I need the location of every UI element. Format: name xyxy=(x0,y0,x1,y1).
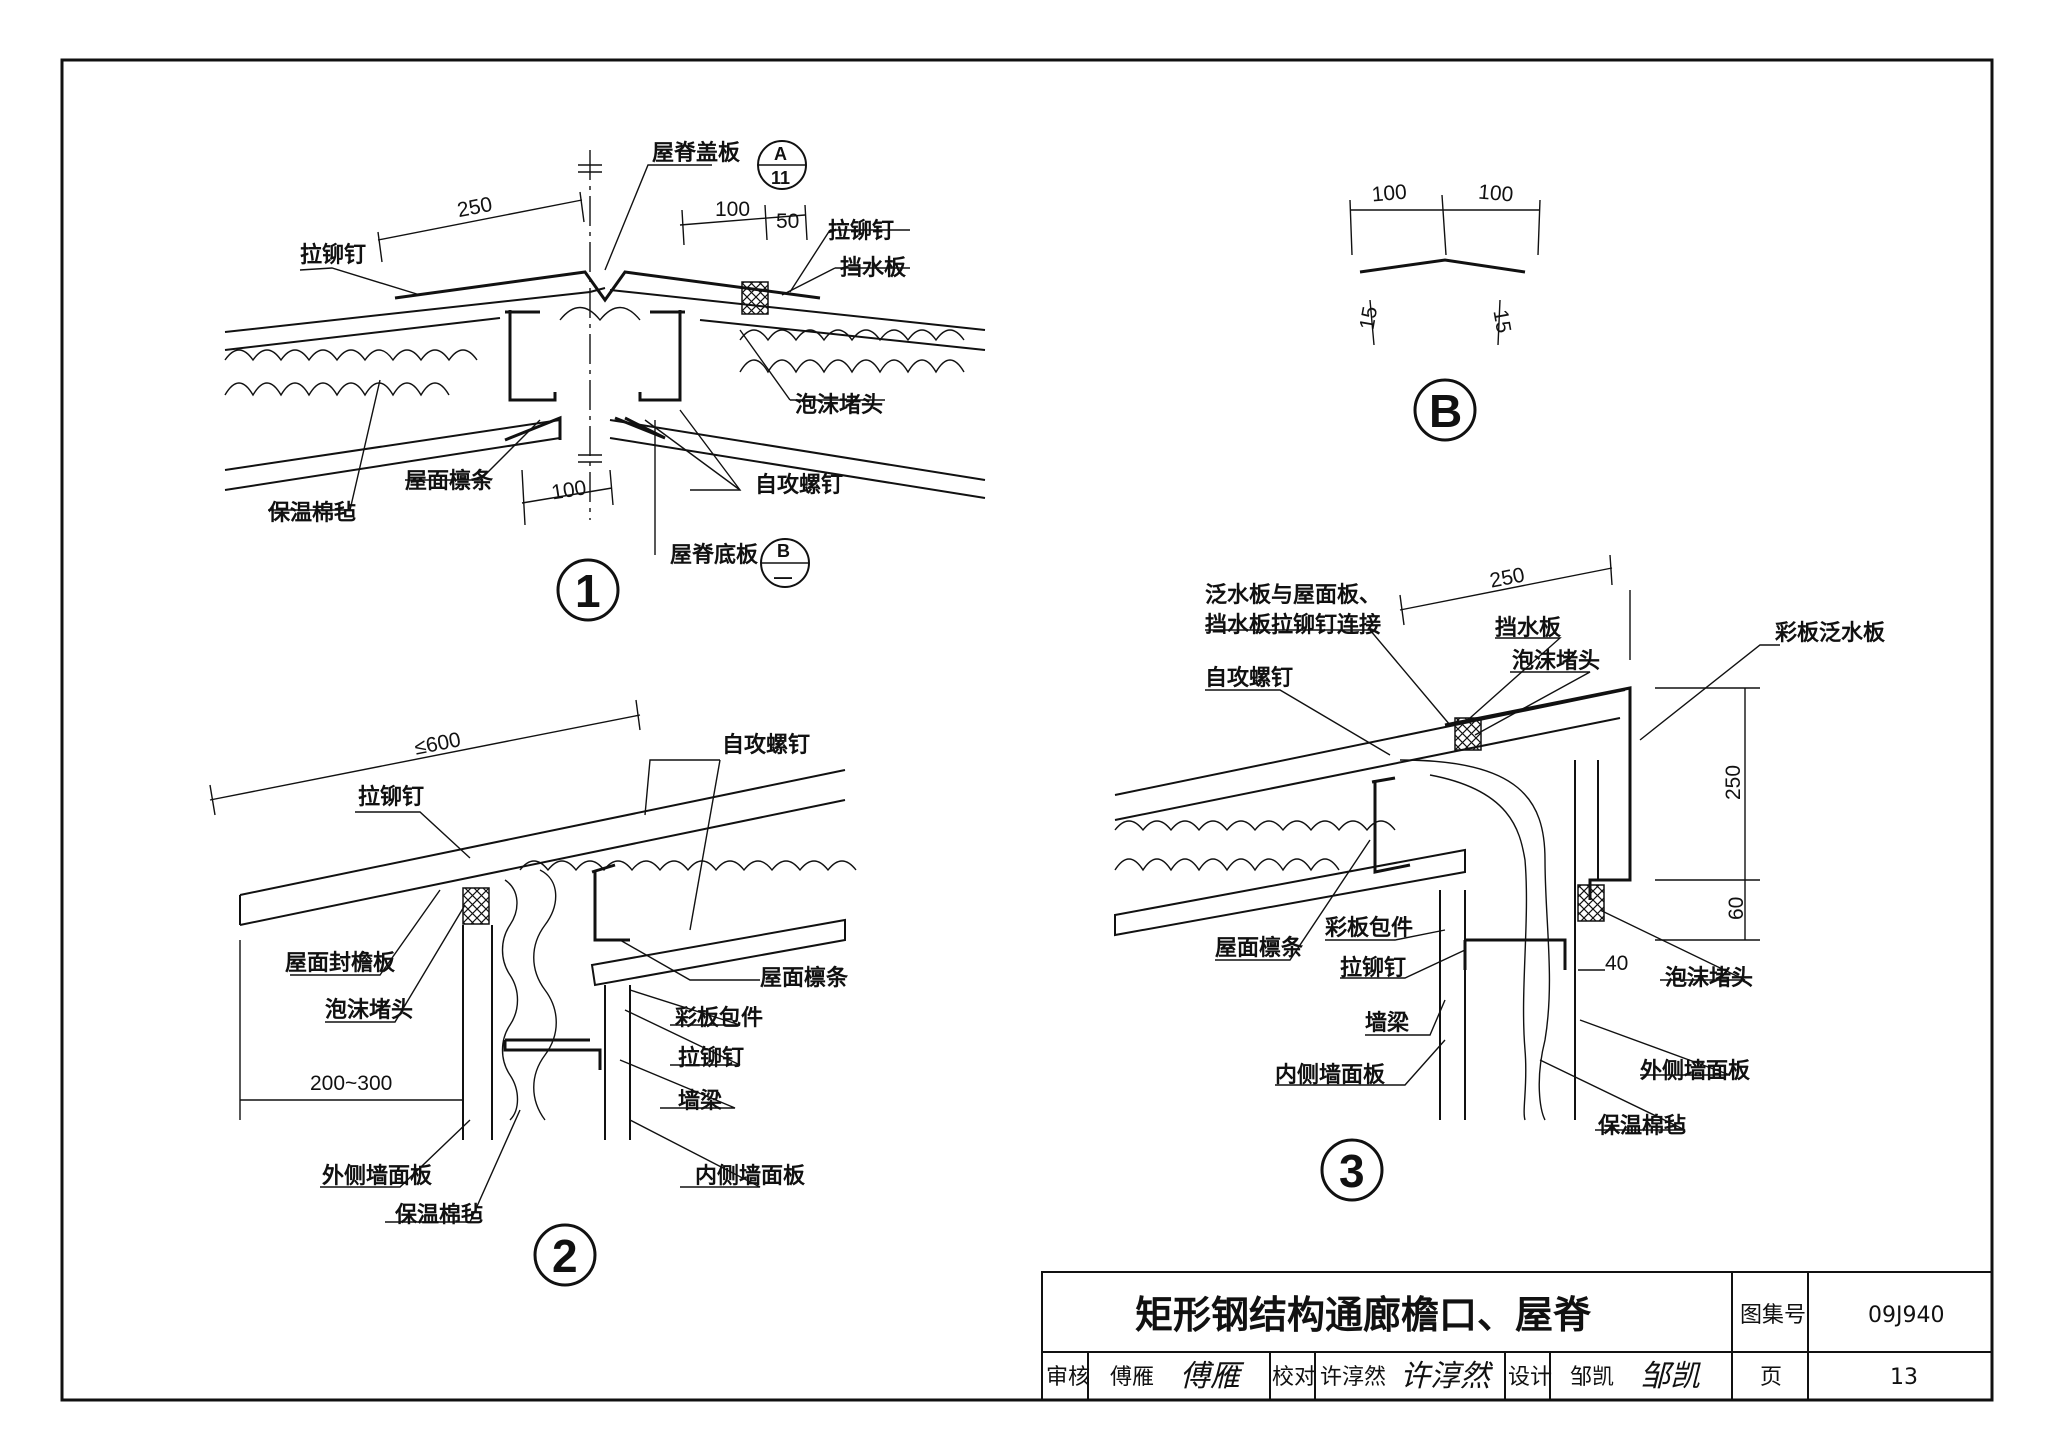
reviewer-signature: 傅雁 xyxy=(1180,1359,1245,1394)
foam-plug-3-side xyxy=(1577,884,1605,922)
label-d2-rivet: 拉铆钉 xyxy=(358,784,424,809)
svg-text:—: — xyxy=(774,567,792,587)
dim-50-1: 50 xyxy=(776,210,799,233)
label-d2-insulation: 保温棉毡 xyxy=(394,1202,483,1227)
dim-600: ≤600 xyxy=(413,728,463,759)
label-d3-flashing-conn-1: 泛水板与屋面板、 xyxy=(1205,582,1381,607)
label-d2-purlin: 屋面檩条 xyxy=(760,965,849,990)
dim-d3-40: 40 xyxy=(1605,952,1628,975)
checker-name: 许淳然 xyxy=(1320,1365,1386,1390)
foam-plug-1 xyxy=(741,281,769,315)
label-d2-eave-closure: 屋面封檐板 xyxy=(285,950,396,975)
ref-circle-a: A 11 xyxy=(757,140,807,190)
detail-2-number: 2 xyxy=(552,1230,578,1282)
label-d2-wrap: 彩板包件 xyxy=(674,1005,763,1030)
detail-1-marker xyxy=(556,558,620,622)
page-number: 13 xyxy=(1890,1365,1918,1390)
design-label: 设计 xyxy=(1508,1365,1552,1390)
detail-2: ≤600 200~300 拉铆钉 自攻螺钉 屋面封檐板 泡沫堵头 屋面檩条 彩板… xyxy=(209,699,857,1287)
label-ridge-cap: 屋脊盖板 xyxy=(652,140,741,165)
reviewer-name: 傅雁 xyxy=(1110,1365,1154,1390)
label-d3-wrap: 彩板包件 xyxy=(1324,915,1413,940)
page-label: 页 xyxy=(1760,1365,1782,1390)
dim-d3-250-top: 250 xyxy=(1488,563,1527,592)
label-d3-purlin: 屋面檩条 xyxy=(1215,935,1304,960)
detail-3-marker xyxy=(1320,1138,1384,1202)
label-purlin: 屋面檩条 xyxy=(405,468,494,493)
label-d2-foam-plug: 泡沫堵头 xyxy=(325,997,413,1022)
label-d3-outer-wall: 外侧墙面板 xyxy=(1640,1058,1751,1083)
label-rivet-left: 拉铆钉 xyxy=(300,242,366,267)
atlas-label: 图集号 xyxy=(1740,1303,1806,1328)
detail-1-number: 1 xyxy=(575,565,601,617)
detail-b: 100 100 15 15 B xyxy=(1349,181,1541,442)
dim-d3-60: 60 xyxy=(1725,897,1748,920)
dim-100-top-1: 100 xyxy=(715,198,750,221)
label-d2-rivet2: 拉铆钉 xyxy=(678,1045,744,1070)
designer-name: 邹凯 xyxy=(1570,1365,1614,1390)
label-d3-color-flashing: 彩板泛水板 xyxy=(1774,620,1886,645)
dim-b-right: 100 xyxy=(1477,181,1514,207)
label-d2-inner-wall: 内侧墙面板 xyxy=(695,1163,806,1188)
label-rivet-right: 拉铆钉 xyxy=(828,218,894,243)
check-label: 校对 xyxy=(1272,1365,1316,1390)
label-d3-inner-wall: 内侧墙面板 xyxy=(1275,1062,1386,1087)
svg-text:A: A xyxy=(774,144,787,164)
label-water-stop: 挡水板 xyxy=(840,255,907,280)
title-block: 矩形钢结构通廊檐口、屋脊 图集号 09J940 审核 傅雁 傅雁 校对 许淳然 … xyxy=(1041,1271,1993,1401)
label-ridge-base: 屋脊底板 xyxy=(670,542,759,567)
atlas-number: 09J940 xyxy=(1868,1303,1944,1328)
label-d3-flashing-conn-2: 挡水板拉铆钉连接 xyxy=(1205,612,1381,637)
label-d2-self-tap-screw: 自攻螺钉 xyxy=(722,732,810,757)
sheet-border xyxy=(60,58,1994,1402)
dim-100-bottom-1: 100 xyxy=(550,476,588,504)
svg-text:B: B xyxy=(777,541,790,561)
label-d3-wall-beam: 墙梁 xyxy=(1365,1010,1409,1035)
dim-200-300: 200~300 xyxy=(310,1072,392,1095)
detail-b-marker xyxy=(1413,378,1477,442)
designer-signature: 邹凯 xyxy=(1640,1359,1701,1394)
review-label: 审核 xyxy=(1046,1365,1090,1390)
label-d3-self-tap-screw: 自攻螺钉 xyxy=(1205,665,1293,690)
label-d2-wall-beam: 墙梁 xyxy=(678,1088,722,1113)
ref-circle-b: B — xyxy=(760,538,810,588)
label-d3-foam-plug-top: 泡沫堵头 xyxy=(1512,648,1600,673)
dim-b-small-right: 15 xyxy=(1488,308,1515,335)
detail-3: 250 250 60 40 泛水板与屋面板、 挡水板拉铆钉连接 挡水板 泡沫堵头… xyxy=(1114,554,1886,1202)
detail-1: 250 100 50 100 屋脊盖板 拉铆钉 拉铆钉 挡水板 泡沫堵头 自攻螺… xyxy=(224,140,986,622)
label-d2-outer-wall: 外侧墙面板 xyxy=(322,1163,433,1188)
svg-text:11: 11 xyxy=(771,168,790,188)
detail-2-marker xyxy=(533,1223,597,1287)
label-d3-insulation: 保温棉毡 xyxy=(1597,1113,1686,1138)
label-d3-foam-plug: 泡沫堵头 xyxy=(1665,965,1753,990)
label-foam-plug: 泡沫堵头 xyxy=(795,392,883,417)
label-self-tap-screw: 自攻螺钉 xyxy=(755,472,843,497)
detail-b-number: B xyxy=(1429,385,1462,437)
dim-b-left: 100 xyxy=(1371,181,1408,207)
dim-d3-250-side: 250 xyxy=(1722,765,1745,800)
foam-plug-2 xyxy=(462,887,490,925)
label-d3-water-stop: 挡水板 xyxy=(1495,615,1562,640)
label-insulation: 保温棉毡 xyxy=(267,500,356,525)
detail-3-number: 3 xyxy=(1339,1145,1365,1197)
checker-signature: 许淳然 xyxy=(1400,1359,1494,1394)
drawing-title: 矩形钢结构通廊檐口、屋脊 xyxy=(1135,1293,1592,1337)
label-d3-rivet: 拉铆钉 xyxy=(1340,955,1406,980)
dim-b-small-left: 15 xyxy=(1355,305,1382,332)
